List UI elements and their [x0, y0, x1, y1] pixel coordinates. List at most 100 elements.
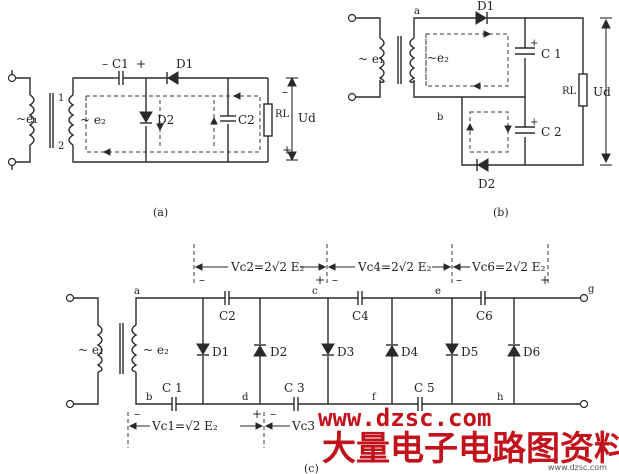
panel-c-output-terminal-g [579, 293, 589, 303]
panel-c-label-node-g: g [588, 284, 595, 295]
panel-c-label-node-b: b [146, 392, 152, 403]
panel-a-label-e2: ~ e₂ [80, 113, 106, 127]
panel-c-diode-d1 [196, 298, 210, 404]
panel-c-secondary-coil [131, 324, 138, 373]
panel-c-label-c1: C 1 [162, 381, 183, 395]
panel-c-label-c6: C6 [476, 309, 493, 323]
panel-c-diode-d2 [253, 298, 267, 404]
panel-b-label-ud: Ud [593, 85, 611, 99]
panel-b-label-rl: RL [562, 86, 577, 97]
panel-c-top-voltage-dimensions [193, 244, 549, 286]
panel-c-label-d4: D4 [401, 345, 419, 359]
panel-c-label-d3: D3 [337, 345, 354, 359]
panel-c-label-d1: D1 [212, 345, 229, 359]
panel-c-label-node-a: a [134, 286, 140, 297]
panel-a-label-ud-plus: + [282, 143, 292, 157]
panel-a-label-terminal-1: 1 [58, 93, 64, 104]
panel-a-label-rl: RL [275, 109, 290, 120]
watermark: www.dzsc.com 大量电子电路图资料 www.dzsc.com [318, 404, 619, 472]
panel-b-label-e1: ~ e₁ [358, 52, 384, 66]
panel-b-label-c2-plus: + [530, 117, 538, 128]
panel-c-diode-d5 [445, 298, 459, 404]
panel-b-current-path [425, 33, 509, 153]
panel-b-label-d1: D1 [477, 0, 494, 13]
panel-b-label-c1-plus: + [530, 38, 538, 49]
panel-c-multiplier: ~ e₁ ~ e₂ a b c d e f g h C 1 C2 C 3 C4 … [65, 244, 595, 474]
panel-c-label-node-h: h [497, 392, 504, 403]
panel-c-input-terminal-top [65, 293, 75, 303]
panel-c-diode-d3 [321, 298, 335, 404]
panel-c-label-vc2-plus: + [315, 273, 325, 287]
panel-a-label-c2: C2 [238, 113, 255, 127]
panel-a-label-d1: D1 [176, 57, 193, 71]
panel-c-diode-d6 [507, 298, 521, 404]
panel-b-label-c1: C 1 [541, 47, 562, 61]
panel-c-label-node-d: d [242, 392, 249, 403]
panel-c-label-vc1: Vc1=√2 E₂ [151, 419, 218, 433]
panel-c-primary-coil [96, 324, 103, 373]
panel-a-label-c1: C1 [112, 57, 129, 71]
panel-a-input-terminal-top [7, 73, 17, 83]
panel-b-label-node-a: a [414, 6, 420, 17]
panel-a-label-terminal-2: 2 [58, 141, 64, 152]
panel-a-label-ud: Ud [298, 111, 316, 125]
panel-c-label-c4: C4 [352, 309, 369, 323]
panel-c-label-vc6: Vc6=2√2 E₂ [471, 260, 546, 274]
panel-c-label-vc4-minus: – [332, 273, 338, 287]
panel-a-secondary-coil [68, 94, 75, 146]
panel-a-diode-d1 [166, 71, 179, 85]
panel-a-label-ud-minus: – [282, 85, 288, 99]
panel-c-input-terminal-bottom [65, 399, 75, 409]
panel-c-label-c3: C 3 [284, 381, 305, 395]
panel-b-full-wave-doubler: ~ e₁ ~e₂ a b D1 D2 C 1 C 2 + + RL Ud (b) [347, 0, 612, 219]
panel-c-label-vc3: Vc3 [291, 419, 315, 433]
panel-b-primary-coil [378, 37, 385, 83]
panel-c-label-vc6-minus: – [456, 273, 462, 287]
panel-a-label-c1-minus: – [102, 57, 108, 71]
panel-a-caption: (a) [153, 206, 168, 219]
panel-a-label-d2: D2 [157, 113, 174, 127]
panel-b-diode-d1 [475, 11, 488, 25]
panel-c-label-c5: C 5 [414, 381, 435, 395]
panel-c-label-d6: D6 [523, 345, 540, 359]
panel-c-label-c2: C2 [219, 309, 236, 323]
panel-a-label-c1-plus: + [136, 57, 146, 71]
watermark-small-url: www.dzsc.com [548, 463, 607, 472]
panel-b-caption: (b) [493, 206, 509, 219]
panel-a-diode-d2 [139, 111, 153, 124]
panel-b-label-node-b: b [437, 112, 443, 123]
panel-b-input-terminal-bottom [347, 92, 357, 102]
panel-c-label-node-c: c [312, 286, 318, 297]
panel-b-input-terminal-top [347, 13, 357, 23]
panel-c-label-vc3-minus: – [270, 407, 276, 421]
panel-c-caption: (c) [304, 462, 319, 474]
panel-c-label-e1: ~ e₁ [78, 343, 104, 357]
panel-c-label-node-e: e [435, 286, 441, 297]
panel-c-label-e2: ~ e₂ [143, 343, 169, 357]
panel-b-secondary-coil [409, 37, 416, 83]
panel-c-label-node-f: f [372, 392, 377, 403]
panel-a-primary-coil [28, 94, 35, 146]
panel-c-label-vc2: Vc2=2√2 E₂ [230, 260, 305, 274]
panel-c-diode-d4 [385, 298, 399, 404]
panel-c-output-terminal-h [579, 399, 589, 409]
panel-c-bottom-voltage-dimensions [127, 412, 290, 448]
panel-b-diode-d2 [476, 158, 489, 172]
panel-c-label-vc2-minus: – [199, 273, 205, 287]
panel-a-input-terminal-bottom [7, 157, 17, 167]
panel-a-half-wave-doubler: ~e₁ 1 2 ~ e₂ – C1 + D1 D2 C2 RL Ud – + (… [7, 57, 316, 219]
panel-a-label-e1: ~e₁ [16, 112, 38, 126]
panel-a-resistor-rl [263, 103, 273, 137]
watermark-site-url: www.dzsc.com [318, 404, 491, 432]
panel-b-resistor-rl [578, 73, 588, 107]
panel-b-label-c2: C 2 [541, 125, 562, 139]
watermark-chinese-text: 大量电子电路图资料 [322, 429, 619, 469]
panel-c-label-d2: D2 [270, 345, 287, 359]
panel-c-label-vc6-plus: + [540, 273, 550, 287]
panel-c-label-vc1-plus: + [252, 407, 262, 421]
panel-c-label-vc4: Vc4=2√2 E₂ [357, 260, 432, 274]
panel-c-label-vc1-minus: – [134, 407, 140, 421]
panel-b-label-d2: D2 [478, 177, 495, 191]
panel-b-label-e2: ~e₂ [427, 51, 449, 65]
